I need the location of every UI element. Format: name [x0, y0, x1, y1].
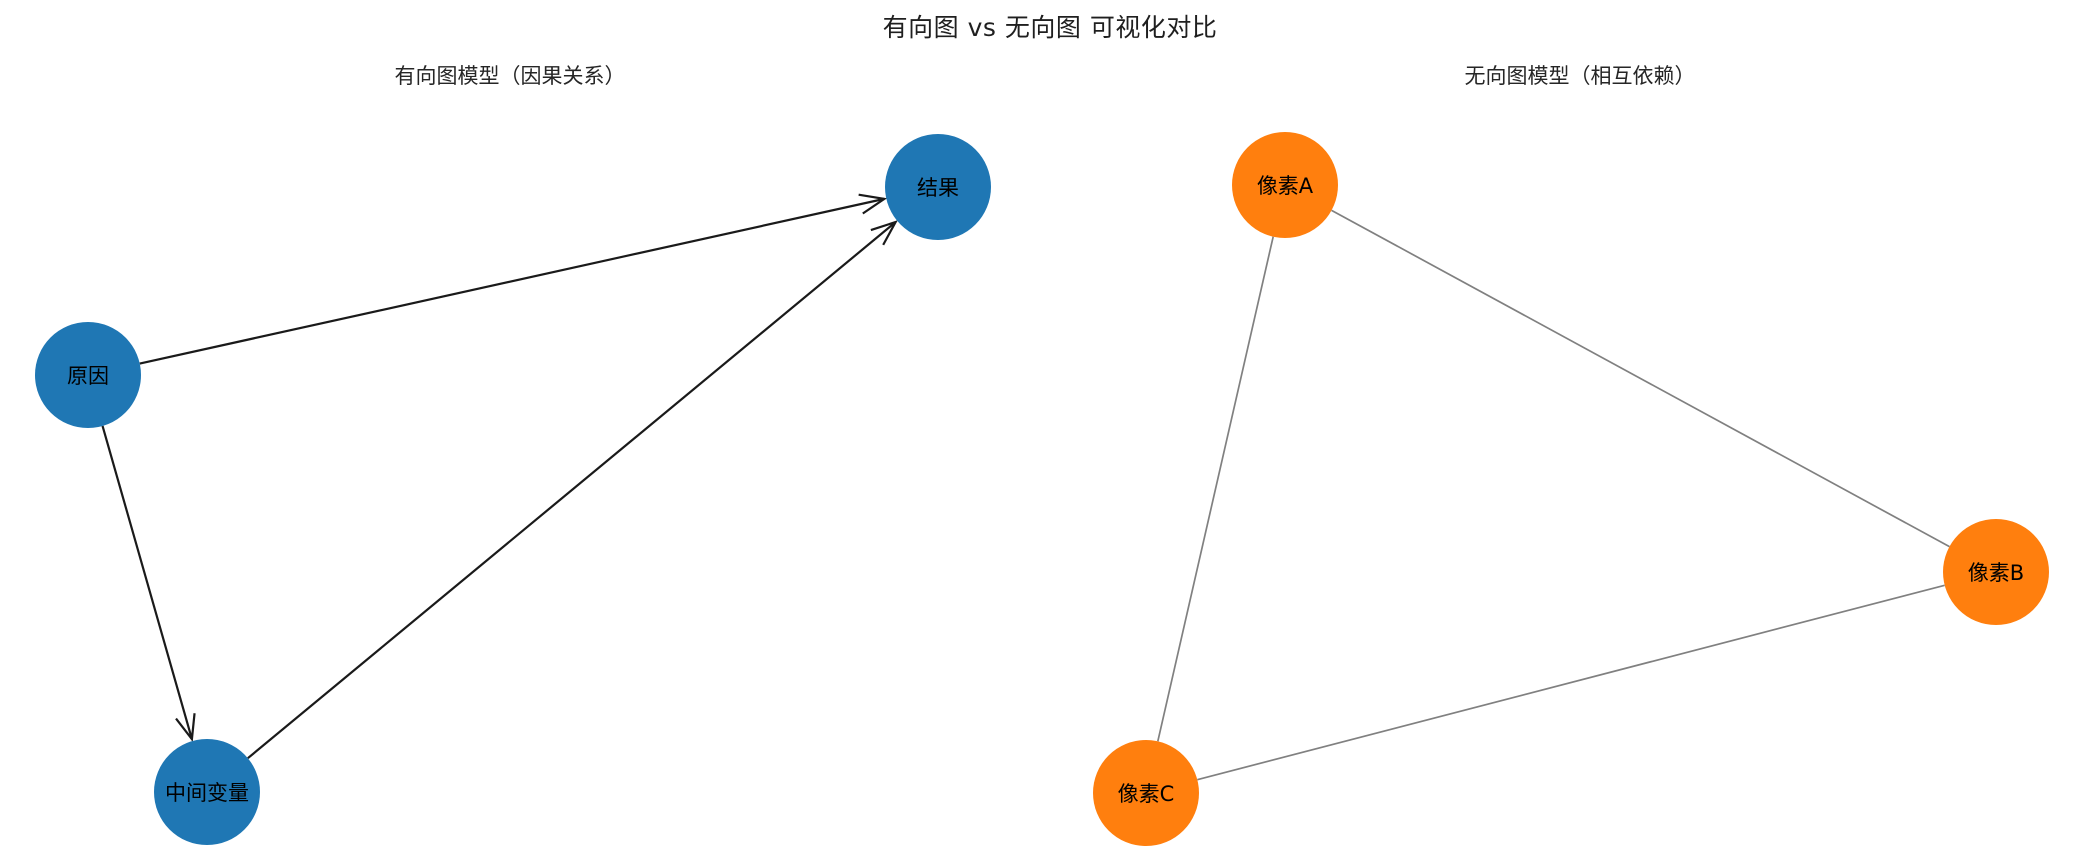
figure-title: 有向图 vs 无向图 可视化对比	[882, 13, 1218, 42]
graph-node[interactable]: 原因	[35, 322, 141, 428]
node-circle[interactable]	[35, 322, 141, 428]
graph-edge	[247, 221, 897, 760]
graph-node[interactable]: 像素B	[1943, 519, 2049, 625]
node-circle[interactable]	[885, 134, 991, 240]
node-label: 原因	[67, 364, 109, 388]
arrow-head-icon	[870, 220, 898, 246]
graph-edge	[1331, 209, 1950, 548]
node-label: 像素A	[1257, 174, 1314, 198]
node-circle[interactable]	[1093, 740, 1199, 846]
graph-node[interactable]: 像素C	[1093, 740, 1199, 846]
node-label: 中间变量	[165, 781, 249, 805]
graph-node[interactable]: 中间变量	[154, 739, 260, 845]
graph-edge	[1156, 236, 1275, 742]
arrow-head-icon	[175, 713, 196, 742]
graph-node[interactable]: 像素A	[1232, 132, 1338, 238]
node-label: 像素B	[1968, 561, 2024, 585]
panel-title-undirected: 无向图模型（相互依赖）	[1464, 64, 1696, 88]
panel-title-directed: 有向图模型（因果关系）	[394, 64, 626, 88]
graph-node[interactable]: 结果	[885, 134, 991, 240]
node-circle[interactable]	[154, 739, 260, 845]
graph-edge	[139, 197, 885, 365]
edge-layer	[101, 193, 1950, 781]
graph-edge	[1197, 584, 1945, 781]
node-label: 结果	[917, 176, 959, 200]
graph-edge	[101, 425, 193, 740]
node-circle[interactable]	[1232, 132, 1338, 238]
node-label: 像素C	[1118, 782, 1175, 806]
arrow-head-icon	[858, 193, 888, 215]
node-circle[interactable]	[1943, 519, 2049, 625]
